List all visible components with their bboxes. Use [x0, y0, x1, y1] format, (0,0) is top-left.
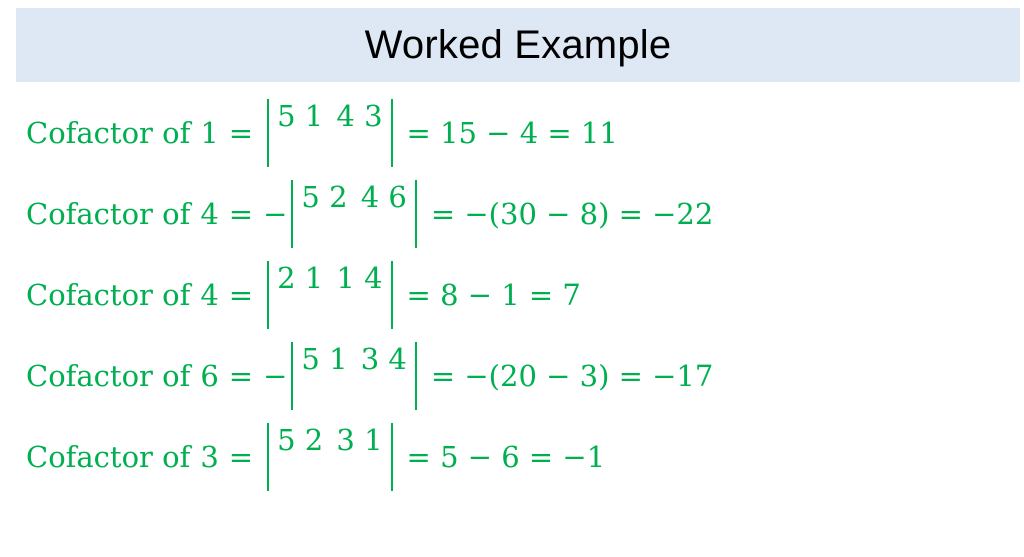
right-hand-side: = 8 − 1 = 7: [406, 278, 581, 312]
row-number: 3: [200, 440, 219, 474]
slide-title: Worked Example: [364, 22, 672, 67]
matrix-cell: 1: [304, 99, 324, 133]
determinant: 5 2 3 1: [267, 423, 393, 491]
matrix-cell: 2: [277, 261, 296, 295]
matrix-cell: 6: [388, 180, 407, 214]
equals-sign: =: [228, 197, 254, 231]
matrix-cell: 5: [277, 99, 296, 133]
row-label: Cofactor of: [26, 440, 191, 474]
matrix-cell: 1: [364, 423, 383, 457]
minus-sign: −: [263, 359, 288, 393]
matrix-cell: 1: [304, 261, 324, 295]
matrix-cell: 4: [364, 261, 383, 295]
row-number: 1: [200, 116, 219, 150]
determinant: 2 1 1 4: [267, 261, 393, 329]
equals-sign: =: [228, 278, 254, 312]
row-label: Cofactor of: [26, 359, 191, 393]
determinant: 5 2 4 6: [291, 180, 417, 248]
determinant: 5 1 4 3: [267, 99, 393, 167]
matrix-cell: 3: [364, 99, 383, 133]
row-label: Cofactor of: [26, 116, 191, 150]
row-number: 4: [200, 278, 219, 312]
right-hand-side: = −(20 − 3) = −17: [430, 359, 714, 393]
matrix-cell: 2: [304, 423, 324, 457]
equals-sign: =: [228, 440, 254, 474]
equals-sign: =: [228, 116, 254, 150]
equals-sign: =: [228, 359, 254, 393]
matrix-cell: 4: [388, 342, 407, 376]
matrix-cell: 3: [336, 423, 355, 457]
matrix-cell: 2: [329, 180, 348, 214]
matrix-cell: 3: [360, 342, 380, 376]
row-number: 6: [200, 359, 219, 393]
row-label: Cofactor of: [26, 278, 191, 312]
row-number: 4: [200, 197, 219, 231]
title-bar: Worked Example: [16, 8, 1020, 82]
right-hand-side: = −(30 − 8) = −22: [430, 197, 714, 231]
matrix-cell: 1: [329, 342, 348, 376]
matrix-cell: 1: [336, 261, 355, 295]
right-hand-side: = 5 − 6 = −1: [406, 440, 606, 474]
matrix-cell: 5: [301, 180, 320, 214]
determinant: 5 1 3 4: [291, 342, 417, 410]
matrix-cell: 5: [277, 423, 296, 457]
equation-row: Cofactor of 1 = 5 1 4 3 = 15 − 4 = 11: [26, 98, 628, 168]
equation-row: Cofactor of 4 = 2 1 1 4 = 8 − 1 = 7: [26, 260, 591, 330]
matrix-cell: 4: [336, 99, 355, 133]
equation-row: Cofactor of 3 = 5 2 3 1 = 5 − 6 = −1: [26, 422, 615, 492]
right-hand-side: = 15 − 4 = 11: [406, 116, 618, 150]
row-label: Cofactor of: [26, 197, 191, 231]
equation-row: Cofactor of 6 = − 5 1 3 4 = −(20 − 3) = …: [26, 341, 723, 411]
matrix-cell: 4: [360, 180, 380, 214]
equation-row: Cofactor of 4 = − 5 2 4 6 = −(30 − 8) = …: [26, 179, 723, 249]
minus-sign: −: [263, 197, 288, 231]
matrix-cell: 5: [301, 342, 320, 376]
